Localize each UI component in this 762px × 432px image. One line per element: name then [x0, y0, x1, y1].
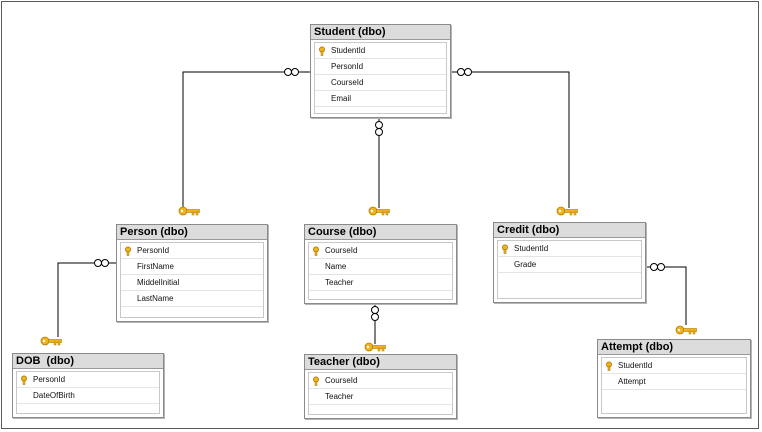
- table-title: Attempt (dbo): [598, 340, 750, 355]
- table-person[interactable]: Person (dbo) PersonId FirstName MiddelIn…: [116, 224, 268, 322]
- column-list: StudentId Attempt: [601, 357, 747, 414]
- column-row[interactable]: StudentId: [602, 358, 746, 374]
- column-name: DateOfBirth: [33, 391, 75, 400]
- column-name: CourseId: [325, 246, 358, 255]
- relationship-credit-attempt: [646, 263, 697, 335]
- key-icon: [40, 336, 62, 346]
- key-icon: [17, 372, 31, 387]
- table-course[interactable]: Course (dbo) CourseId Name Teacher: [304, 224, 457, 304]
- column-row[interactable]: DateOfBirth: [17, 388, 159, 404]
- column-name: StudentId: [331, 46, 366, 55]
- column-name: StudentId: [618, 361, 653, 370]
- column-name: PersonId: [137, 246, 170, 255]
- table-title: DOB (dbo): [13, 354, 163, 369]
- key-icon: [498, 241, 512, 256]
- key-icon: [556, 206, 578, 216]
- key-icon: [309, 373, 323, 388]
- column-list: StudentId Grade: [497, 240, 642, 299]
- key-icon: [178, 206, 200, 216]
- table-title: Person (dbo): [117, 225, 267, 240]
- relationship-course-teacher: [364, 304, 386, 352]
- key-icon: [121, 243, 135, 258]
- infinity-icon: [94, 259, 102, 267]
- column-name: CourseId: [325, 376, 358, 385]
- column-row[interactable]: StudentId: [315, 43, 446, 59]
- column-row[interactable]: PersonId: [121, 243, 263, 259]
- relationship-person-dob: [40, 259, 118, 346]
- relationship-student-credit: [451, 68, 578, 216]
- column-name: Name: [325, 262, 347, 271]
- column-row[interactable]: PersonId: [315, 59, 446, 75]
- column-row[interactable]: CourseId: [309, 243, 452, 259]
- table-teacher[interactable]: Teacher (dbo) CourseId Teacher: [304, 354, 457, 419]
- column-row[interactable]: CourseId: [315, 75, 446, 91]
- column-list: PersonId DateOfBirth: [16, 371, 160, 414]
- column-row[interactable]: PersonId: [17, 372, 159, 388]
- column-name: LastName: [137, 294, 174, 303]
- column-name: PersonId: [331, 62, 364, 71]
- infinity-icon: [650, 263, 658, 271]
- infinity-icon: [284, 68, 292, 76]
- column-list: CourseId Name Teacher: [308, 242, 453, 300]
- column-row[interactable]: CourseId: [309, 373, 452, 389]
- table-title: Credit (dbo): [494, 223, 645, 238]
- column-row[interactable]: StudentId: [498, 241, 641, 257]
- infinity-icon: [375, 121, 383, 129]
- key-icon: [315, 43, 329, 58]
- column-name: StudentId: [514, 244, 549, 253]
- column-row[interactable]: Teacher: [309, 275, 452, 291]
- column-name: Email: [331, 94, 352, 103]
- column-row[interactable]: Attempt: [602, 374, 746, 390]
- column-row[interactable]: Teacher: [309, 389, 452, 405]
- column-row[interactable]: LastName: [121, 291, 263, 307]
- column-list: CourseId Teacher: [308, 372, 453, 415]
- column-row[interactable]: Grade: [498, 257, 641, 273]
- column-list: StudentId PersonId CourseId Email: [314, 42, 447, 114]
- column-name: Teacher: [325, 278, 354, 287]
- table-student[interactable]: Student (dbo) StudentId PersonId CourseI…: [310, 24, 451, 118]
- relationship-student-person: [178, 68, 310, 216]
- column-name: CourseId: [331, 78, 364, 87]
- column-name: MiddelInitial: [137, 278, 180, 287]
- infinity-icon: [457, 68, 465, 76]
- column-name: Grade: [514, 260, 537, 269]
- column-name: Teacher: [325, 392, 354, 401]
- table-title: Student (dbo): [311, 25, 450, 40]
- column-name: PersonId: [33, 375, 66, 384]
- key-icon: [309, 243, 323, 258]
- column-row[interactable]: MiddelInitial: [121, 275, 263, 291]
- relationship-student-course: [368, 118, 390, 216]
- column-row[interactable]: Name: [309, 259, 452, 275]
- column-row[interactable]: FirstName: [121, 259, 263, 275]
- key-icon: [368, 206, 390, 216]
- table-attempt[interactable]: Attempt (dbo) StudentId Attempt: [597, 339, 751, 418]
- key-icon: [675, 325, 697, 335]
- column-name: FirstName: [137, 262, 174, 271]
- column-row[interactable]: Email: [315, 91, 446, 107]
- key-icon: [602, 358, 616, 373]
- column-name: Attempt: [618, 377, 646, 386]
- key-icon: [364, 342, 386, 352]
- table-title: Course (dbo): [305, 225, 456, 240]
- column-list: PersonId FirstName MiddelInitial LastNam…: [120, 242, 264, 318]
- table-title: Teacher (dbo): [305, 355, 456, 370]
- table-dob[interactable]: DOB (dbo) PersonId DateOfBirth: [12, 353, 164, 418]
- infinity-icon: [371, 306, 379, 314]
- table-credit[interactable]: Credit (dbo) StudentId Grade: [493, 222, 646, 303]
